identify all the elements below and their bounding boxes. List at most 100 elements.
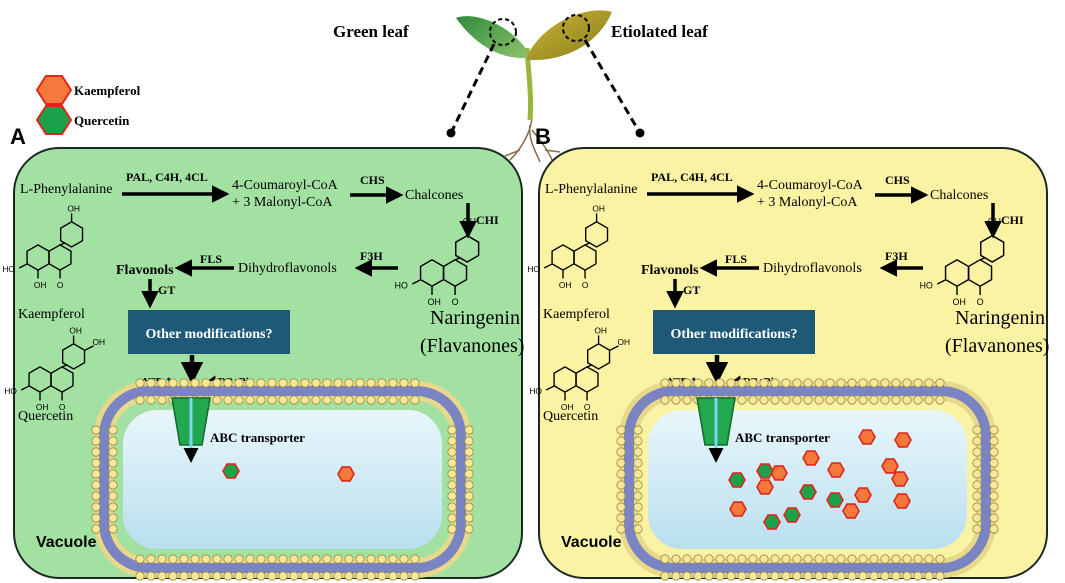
svg-text:OH: OH [618,337,631,347]
legend-kaempferol-hexagon [35,75,73,105]
vacuole-membrane [619,381,996,578]
kaempferol-hexagon [893,493,911,509]
coumaroyl-coa-label: 4-Coumaroyl-CoA [757,178,864,193]
kaempferol-hexagon [729,501,747,517]
f3h-label: F3H [885,249,908,263]
zoom-dot-a [446,128,456,138]
l-phenylalanine-label: L-Phenylalanine [20,182,113,197]
kaempferol-hexagon [337,466,355,482]
other-modifications-label: Other modifications? [671,327,798,342]
fls-label: FLS [725,252,747,266]
malonyl-coa-label: + 3 Malonyl-CoA [757,195,858,210]
legend-quercetin-hexagon [35,105,73,135]
panel-b: B L-Phenylalanine PAL, C4H, 4CL 4-Coumaroyl… [527,124,1049,581]
flavonols-label: Flavonols [641,263,699,278]
kaempferol-label: Kaempferol [18,307,85,322]
legend-quercetin-label: Quercetin [74,113,130,128]
abc-transporter-label: ABC transporter [735,430,830,445]
vacuole-label: Vacuole [36,534,97,551]
svg-text:HO: HO [529,386,542,396]
seedling-illustration: Green leaf Etiolated leaf [333,10,708,163]
other-modifications-label: Other modifications? [146,327,273,342]
svg-text:OH: OH [592,203,605,213]
svg-text:OH: OH [34,280,47,290]
svg-text:O: O [977,297,984,307]
etiolated-leaf-shape [527,10,612,61]
legend-kaempferol-label: Kaempferol [74,83,141,98]
gt-label: GT [158,283,175,297]
other-modifications-box [653,310,815,354]
zoom-line-b [583,39,642,134]
quercetin-hexagon [222,463,240,479]
quercetin-structure: HO OH O OH OH [529,325,630,412]
svg-text:O: O [584,402,591,412]
quercetin-hexagon [763,514,781,530]
naringenin-label: Naringenin [955,307,1045,329]
svg-text:O: O [452,297,459,307]
chi-label: CHI [476,213,499,227]
kaempferol-hexagon [842,503,860,519]
svg-text:OH: OH [594,325,607,335]
svg-text:OH: OH [559,280,572,290]
lipid-heads [91,378,474,581]
green-leaf-label: Green leaf [333,22,409,41]
fls-label: FLS [200,252,222,266]
f3h-label: F3H [360,249,383,263]
chi-label: CHI [1001,213,1024,227]
panel-letter: B [535,124,551,149]
lipid-heads [616,378,999,581]
quercetin-label: Quercetin [18,409,73,424]
kaempferol-hexagon [881,458,899,474]
l-phenylalanine-label: L-Phenylalanine [545,182,638,197]
svg-text:OH: OH [67,203,80,213]
vacuole-label: Vacuole [561,534,622,551]
kaempferol-hexagon [756,479,774,495]
vacuole-flavonols [222,463,355,482]
flavanones-label: (Flavanones) [945,335,1049,357]
svg-text:OH: OH [93,337,106,347]
svg-text:OH: OH [36,402,49,412]
kaempferol-hexagon [827,462,845,478]
etiolated-leaf-zoom-circle [562,14,590,42]
svg-text:OH: OH [561,402,574,412]
chalcones-label: Chalcones [930,188,988,203]
quercetin-hexagon [783,507,801,523]
legend: Kaempferol Quercetin [35,75,141,135]
enzymes-pal-c4h-4cl-label: PAL, C4H, 4CL [651,170,733,184]
malonyl-coa-label: + 3 Malonyl-CoA [232,195,333,210]
flavanones-label: (Flavanones) [420,335,524,357]
gt-label: GT [683,283,700,297]
kaempferol-hexagon [858,429,876,445]
vacuole-membrane [94,381,471,578]
naringenin-label: Naringenin [430,307,520,329]
dihydroflavonols-label: Dihydroflavonols [238,261,337,276]
svg-text:OH: OH [463,217,476,227]
svg-text:O: O [57,280,64,290]
svg-text:HO: HO [920,280,933,290]
kaempferol-hexagon [854,487,872,503]
chalcones-label: Chalcones [405,188,463,203]
flavonols-label: Flavonols [116,263,174,278]
chs-label: CHS [360,173,385,187]
svg-text:OH: OH [953,297,966,307]
svg-text:HO: HO [527,264,540,274]
enzymes-pal-c4h-4cl-label: PAL, C4H, 4CL [126,170,208,184]
quercetin-hexagon [799,484,817,500]
svg-text:O: O [59,402,66,412]
kaempferol-hexagon [770,465,788,481]
stem [524,47,534,121]
quercetin-hexagon [756,463,774,479]
etiolated-leaf-label: Etiolated leaf [611,22,708,41]
root-lines [504,117,561,163]
kaempferol-hexagon [802,450,820,466]
zoom-line-a [449,43,496,134]
kaempferol-hexagon [891,471,909,487]
svg-text:OH: OH [428,297,441,307]
